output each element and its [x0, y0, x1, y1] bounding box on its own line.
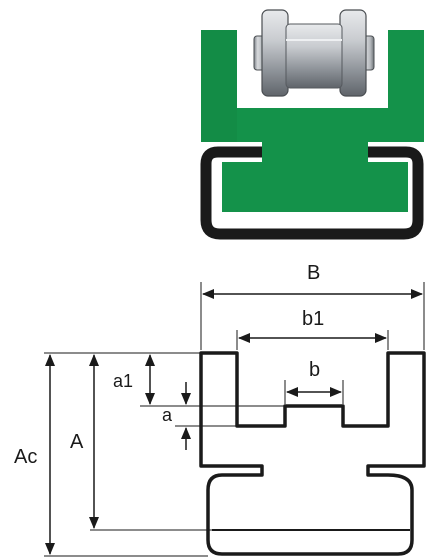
label-B: B: [307, 262, 320, 284]
label-A: A: [70, 431, 84, 453]
label-b1: b1: [302, 308, 324, 330]
label-a1: a1: [113, 371, 133, 391]
chain-roller-icon: [253, 9, 375, 97]
label-Ac: Ac: [14, 446, 37, 468]
profile-illustration: [200, 9, 424, 240]
profile-outline: [199, 351, 426, 556]
label-a: a: [162, 405, 173, 425]
dimension-drawing: [44, 282, 426, 557]
green-guide-profile: [201, 30, 424, 212]
label-b: b: [309, 359, 320, 381]
steel-channel: [200, 146, 424, 240]
